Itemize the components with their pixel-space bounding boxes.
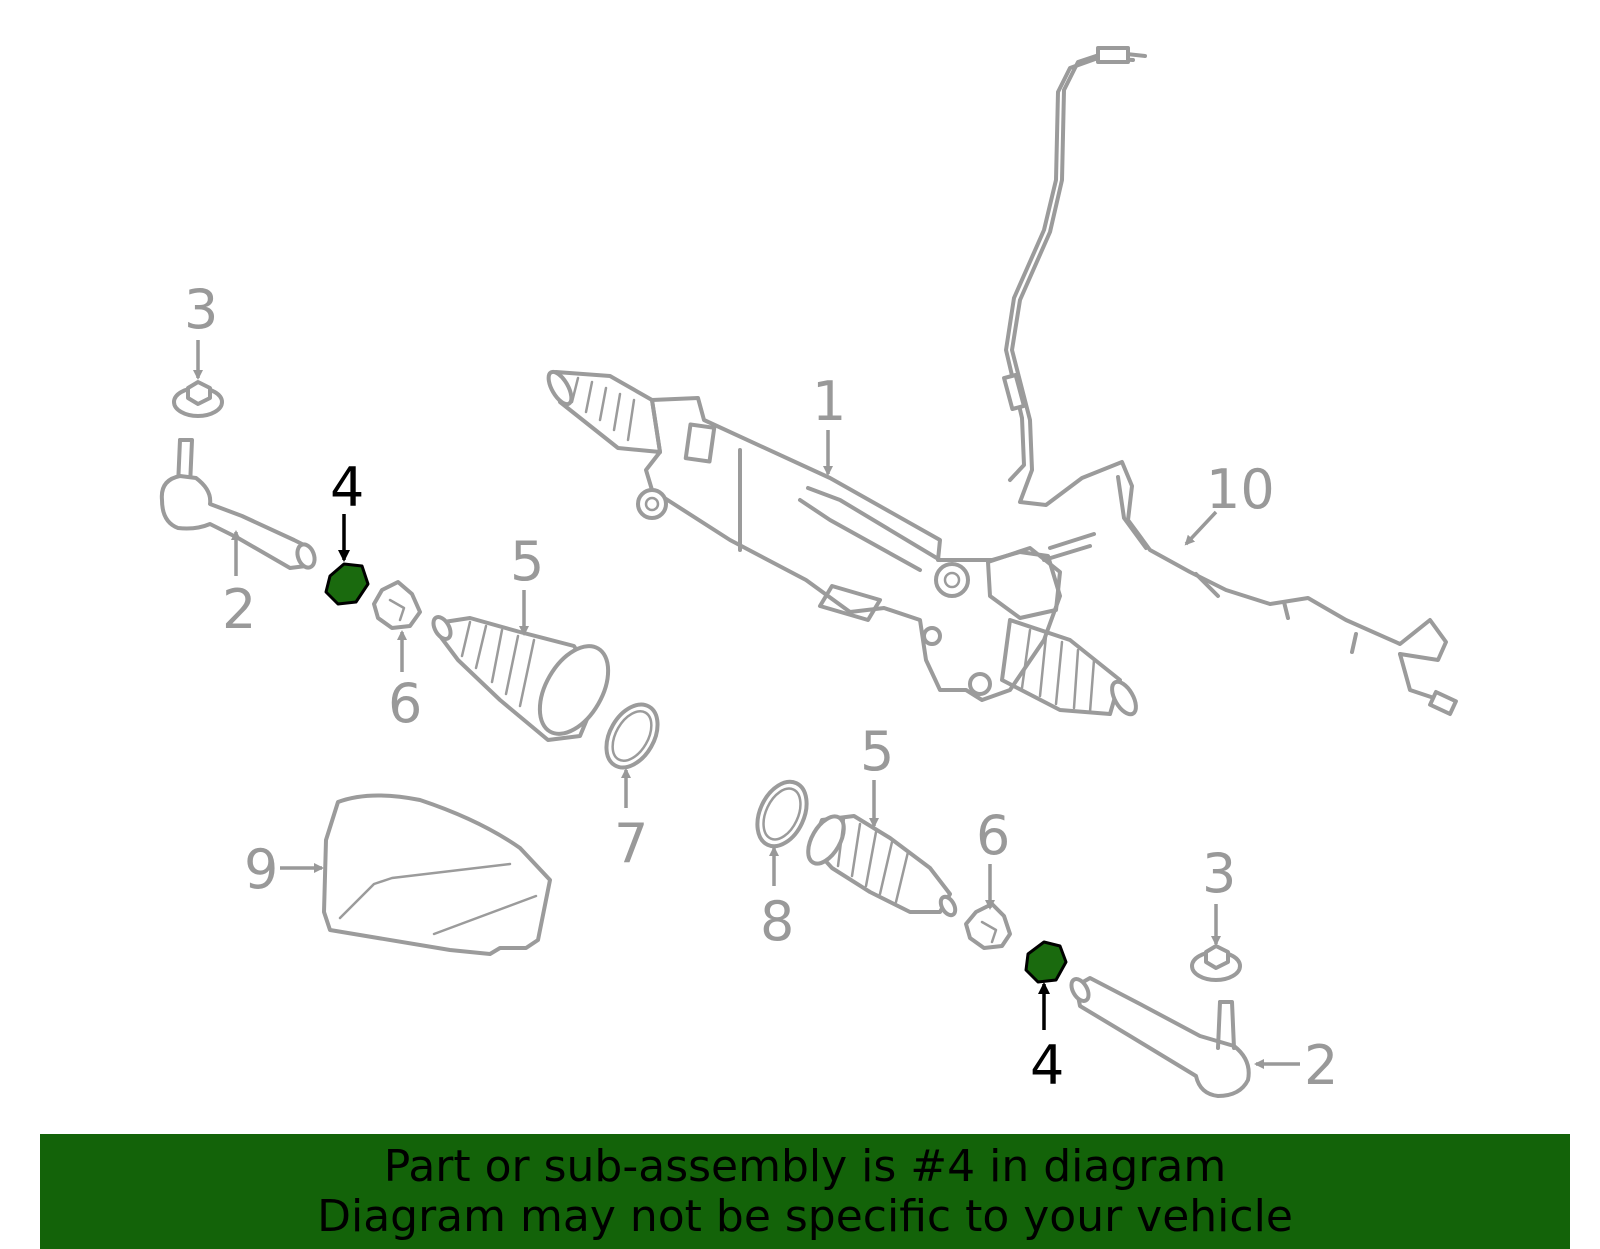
callout-6-right: 6 (976, 804, 1010, 867)
part-4-left-highlighted (324, 562, 370, 606)
part-9-cover (322, 793, 552, 956)
part-2-left-tie-rod-end (159, 438, 317, 570)
part-3-left-nut (172, 380, 224, 418)
leader-lines (193, 340, 1300, 1069)
part-3-right-nut (1190, 944, 1242, 982)
callout-2-left: 2 (222, 578, 256, 641)
callout-3-left: 3 (184, 278, 218, 341)
callout-5-right: 5 (860, 720, 894, 783)
part-10-wiring-harness (1002, 46, 1458, 716)
part-8-ring (755, 779, 809, 849)
part-6-left-clamp (372, 580, 422, 630)
banner-line-2: Diagram may not be specific to your vehi… (317, 1190, 1293, 1242)
part-5-right-boot (806, 814, 958, 918)
callout-labels: 1 3 2 4 6 5 7 9 8 5 6 4 3 2 10 (184, 278, 1338, 1097)
part-7-ring (604, 702, 660, 770)
part-2-right-tie-rod-end (1069, 976, 1251, 1098)
callout-10: 10 (1206, 458, 1275, 521)
callout-7: 7 (614, 812, 648, 875)
callout-9: 9 (244, 838, 278, 901)
callout-3-right: 3 (1202, 842, 1236, 905)
info-banner: Part or sub-assembly is #4 in diagram Di… (40, 1134, 1570, 1249)
callout-2-right: 2 (1304, 1034, 1338, 1097)
leader-10 (1184, 510, 1218, 546)
callout-5-left: 5 (510, 530, 544, 593)
callout-4-right: 4 (1030, 1034, 1064, 1097)
callout-6-left: 6 (388, 672, 422, 735)
part-4-right-highlighted (1024, 940, 1068, 984)
banner-line-1: Part or sub-assembly is #4 in diagram (383, 1140, 1227, 1192)
part-1-steering-rack (546, 369, 1138, 717)
part-5-left-boot (431, 615, 611, 742)
callout-4-left: 4 (330, 456, 364, 519)
callout-1: 1 (812, 370, 846, 433)
callout-8: 8 (760, 890, 794, 953)
part-6-right-clamp (964, 902, 1012, 950)
